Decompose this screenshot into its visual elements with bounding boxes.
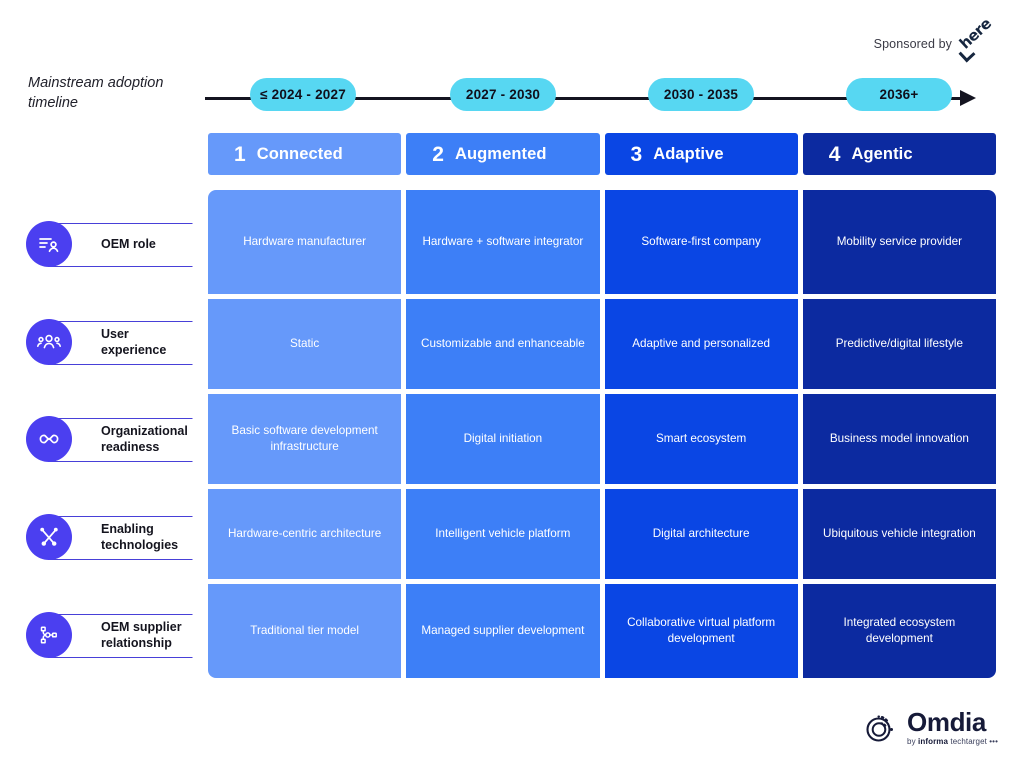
matrix-cell[interactable]: Digital architecture: [604, 489, 798, 579]
matrix-cell[interactable]: Hardware manufacturer: [208, 190, 402, 294]
column-number: 2: [432, 142, 444, 166]
timeline-axis-line: [205, 97, 965, 100]
matrix-cell[interactable]: Basic software development infrastructur…: [208, 394, 402, 484]
column-header-adaptive[interactable]: 3 Adaptive: [604, 133, 798, 175]
network-nodes-icon: [26, 612, 72, 658]
column-header-augmented[interactable]: 2 Augmented: [406, 133, 600, 175]
timeline-pill-3[interactable]: 2030 - 2035: [648, 78, 754, 111]
timeline-pill-2[interactable]: 2027 - 2030: [450, 78, 556, 111]
tools-icon: [26, 514, 72, 560]
omdia-tagline-brand: informa: [918, 737, 949, 746]
column-name: Adaptive: [653, 144, 724, 163]
row-label-user-experience[interactable]: User experience: [26, 319, 214, 365]
row-label-chevron: OEM role: [48, 223, 214, 267]
row-label-oem-supplier-relationship[interactable]: OEM supplier relationship: [26, 612, 214, 658]
omdia-swirl-icon: [862, 710, 898, 746]
sponsor-block: Sponsored by here: [873, 15, 998, 63]
column-name: Agentic: [851, 144, 913, 163]
matrix-cell[interactable]: Mobility service provider: [802, 190, 996, 294]
row-label-oem-role[interactable]: OEM role: [26, 221, 214, 267]
column-name: Connected: [256, 144, 343, 163]
oem-role-icon: [26, 221, 72, 267]
matrix-cell[interactable]: Hardware + software integrator: [406, 190, 600, 294]
matrix-cell[interactable]: Integrated ecosystem development: [802, 584, 996, 678]
row-label-chevron: Organizational readiness: [48, 418, 214, 462]
row-label-chevron: OEM supplier relationship: [48, 614, 214, 658]
matrix-cell[interactable]: Software-first company: [604, 190, 798, 294]
matrix-cell[interactable]: Adaptive and personalized: [604, 299, 798, 389]
column-number: 4: [828, 142, 841, 166]
matrix-cell[interactable]: Static: [208, 299, 402, 389]
user-experience-icon: [26, 319, 72, 365]
stage-header-row: 1 Connected 2 Augmented 3 Adaptive 4 Age…: [208, 133, 996, 175]
column-number: 1: [234, 142, 246, 166]
omdia-text-block: Omdia by informa techtarget •••: [907, 709, 998, 746]
column-number: 3: [630, 142, 643, 166]
row-label-text: OEM role: [101, 237, 156, 252]
timeline-pill-1[interactable]: ≤ 2024 - 2027: [250, 78, 356, 111]
column-name: Augmented: [454, 144, 547, 163]
matrix-cell[interactable]: Intelligent vehicle platform: [406, 489, 600, 579]
row-label-chevron: User experience: [48, 321, 214, 365]
row-label-text: Enabling technologies: [101, 522, 179, 552]
row-label-text: User experience: [101, 327, 167, 357]
timeline-axis-group: ≤ 2024 - 2027 2027 - 2030 2030 - 2035 20…: [205, 78, 995, 118]
matrix-cell[interactable]: Managed supplier development: [406, 584, 600, 678]
column-header-connected[interactable]: 1 Connected: [208, 133, 402, 175]
column-header-agentic[interactable]: 4 Agentic: [802, 133, 996, 175]
matrix-cell[interactable]: Predictive/digital lifestyle: [802, 299, 996, 389]
omdia-wordmark: Omdia: [907, 707, 986, 737]
omdia-branding: Omdia by informa techtarget •••: [862, 709, 998, 746]
row-label-text: OEM supplier relationship: [101, 620, 182, 650]
omdia-tagline-suffix: techtarget •••: [948, 737, 998, 746]
infinity-icon: [26, 416, 72, 462]
row-label-chevron: Enabling technologies: [48, 516, 214, 560]
sponsored-by-label: Sponsored by: [873, 37, 952, 51]
matrix-cell[interactable]: Ubiquitous vehicle integration: [802, 489, 996, 579]
matrix-cell[interactable]: Collaborative virtual platform developme…: [604, 584, 798, 678]
matrix-cell[interactable]: Business model innovation: [802, 394, 996, 484]
omdia-tagline: by informa techtarget •••: [907, 738, 998, 746]
timeline-arrow-icon: [960, 90, 976, 106]
matrix-cell[interactable]: Customizable and enhanceable: [406, 299, 600, 389]
matrix-cell[interactable]: Smart ecosystem: [604, 394, 798, 484]
timeline-caption: Mainstream adoption timeline: [28, 75, 164, 111]
timeline-pill-4[interactable]: 2036+: [846, 78, 952, 111]
row-label-enabling-technologies[interactable]: Enabling technologies: [26, 514, 214, 560]
here-logo-icon: here: [956, 15, 998, 63]
matrix-cell[interactable]: Hardware-centric architecture: [208, 489, 402, 579]
row-label-text: Organizational readiness: [101, 424, 188, 454]
omdia-tagline-prefix: by: [907, 737, 919, 746]
maturity-matrix: Hardware manufacturer Hardware + softwar…: [208, 190, 996, 678]
row-label-organizational-readiness[interactable]: Organizational readiness: [26, 416, 214, 462]
here-wordmark: here: [955, 14, 995, 53]
matrix-cell[interactable]: Traditional tier model: [208, 584, 402, 678]
matrix-cell[interactable]: Digital initiation: [406, 394, 600, 484]
